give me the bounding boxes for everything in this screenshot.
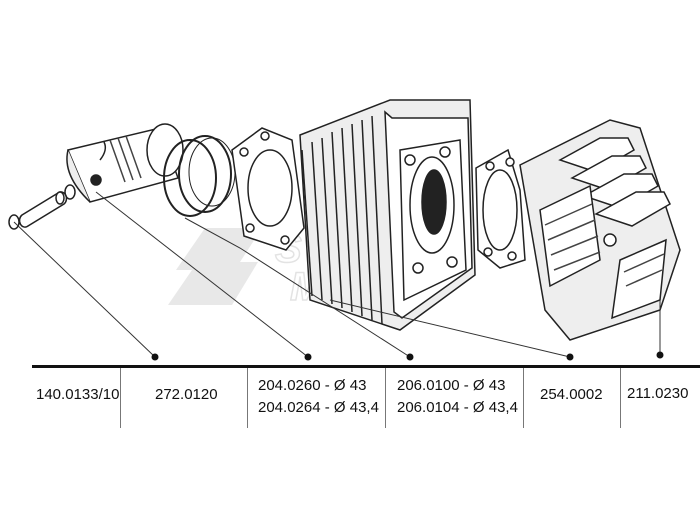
marker-piston <box>304 353 312 361</box>
part-number-base-gasket-43: 204.0260 - Ø 43 <box>258 377 367 394</box>
parts-table-rule <box>32 365 700 368</box>
leader-markers <box>151 351 664 361</box>
part-number-cylinder-head: 211.0230 <box>627 385 689 402</box>
marker-head <box>656 351 664 359</box>
leader-line-base-gasket <box>184 217 411 358</box>
watermark-emblem <box>168 228 262 305</box>
column-divider <box>523 368 524 428</box>
cylinder-illustration <box>299 99 476 331</box>
column-divider <box>620 368 621 428</box>
base-gasket-illustration <box>231 127 305 251</box>
part-number-piston: 272.0120 <box>155 386 218 403</box>
marker-base-gasket <box>406 353 414 361</box>
piston-illustration <box>66 123 184 203</box>
part-number-clips: 140.0133/10 <box>36 386 120 403</box>
column-divider <box>385 368 386 428</box>
part-number-base-gasket-43-4: 204.0264 - Ø 43,4 <box>258 399 379 416</box>
leader-line-clips <box>13 221 156 358</box>
piston-pin-illustration <box>8 184 76 230</box>
column-divider <box>120 368 121 428</box>
leader-lines <box>13 191 661 358</box>
leader-line-cylinder <box>329 299 571 358</box>
head-gasket-illustration <box>475 148 526 269</box>
pin-clip-right <box>64 184 76 200</box>
marker-clips <box>151 353 159 361</box>
part-number-cylinder-43-4: 206.0104 - Ø 43,4 <box>397 399 518 416</box>
column-divider <box>247 368 248 428</box>
marker-cylinder <box>566 353 574 361</box>
part-number-cylinder-43: 206.0100 - Ø 43 <box>397 377 506 394</box>
piston-rings-illustration <box>163 135 236 217</box>
part-number-head-gasket: 254.0002 <box>540 386 603 403</box>
cylinder-head-illustration <box>519 119 681 341</box>
leader-line-piston <box>95 191 309 358</box>
